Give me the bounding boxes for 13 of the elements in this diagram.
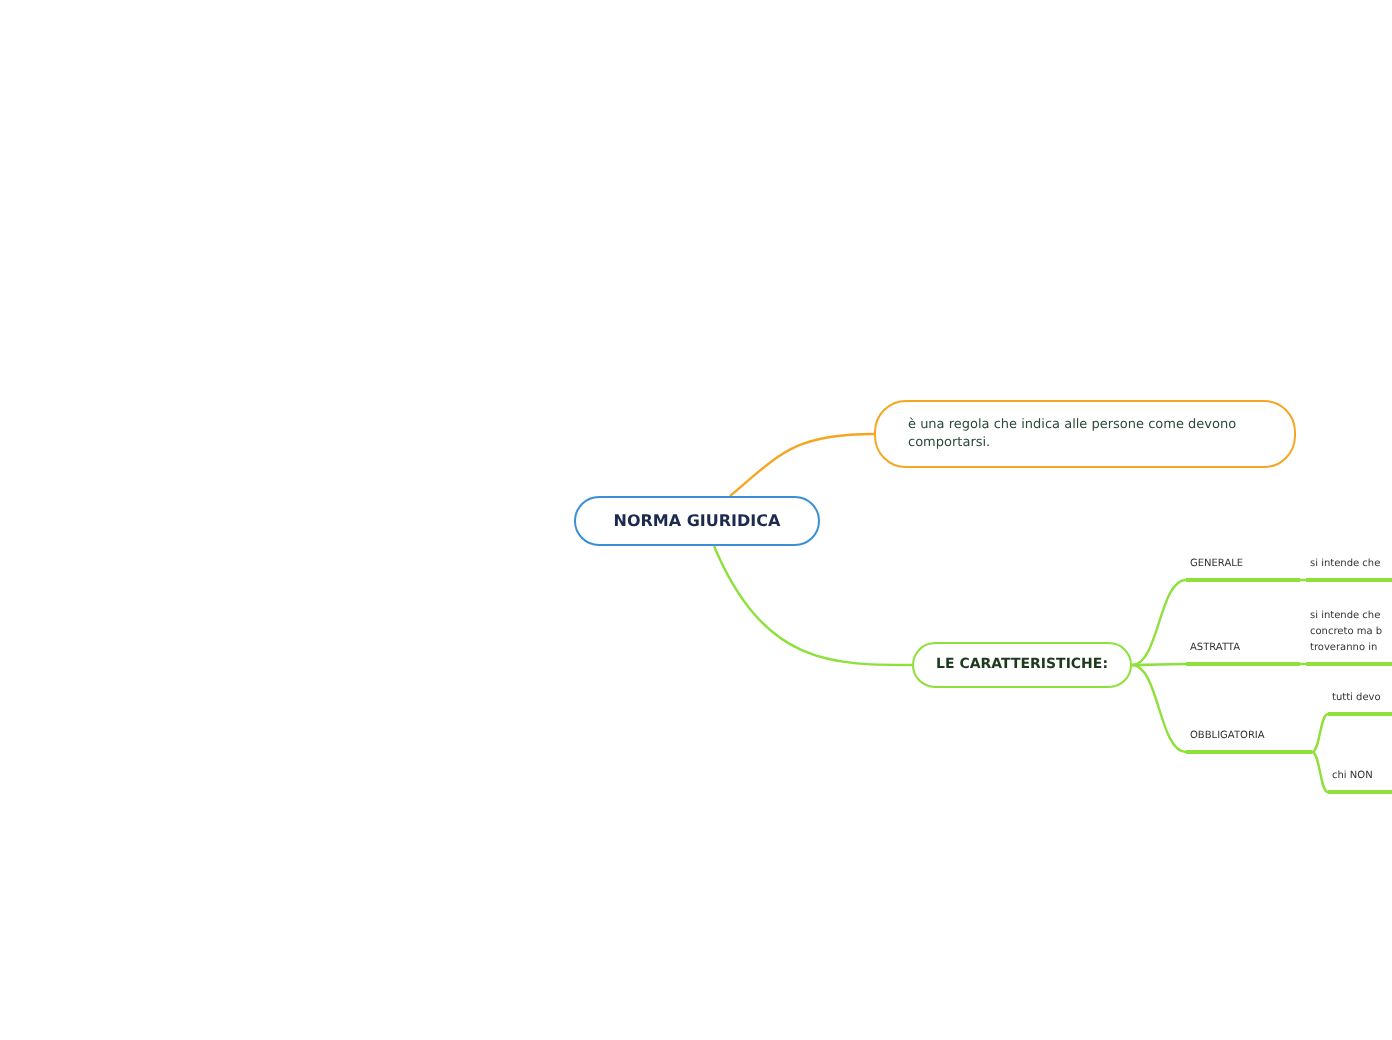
- connector-line: [1132, 662, 1186, 667]
- connector-line: [1300, 578, 1306, 582]
- node-text: NORMA GIURIDICA: [613, 512, 781, 530]
- connector-line: [1311, 751, 1329, 793]
- topic-box: [574, 496, 820, 546]
- connector-line: [1131, 663, 1187, 754]
- connector-line: [1311, 712, 1329, 754]
- topic-box: [874, 400, 1296, 468]
- connector-line: [712, 545, 912, 667]
- topic-box: [912, 642, 1132, 688]
- connector-line: [1300, 662, 1306, 666]
- connector-line: [1131, 578, 1187, 667]
- connector-line: [729, 432, 875, 497]
